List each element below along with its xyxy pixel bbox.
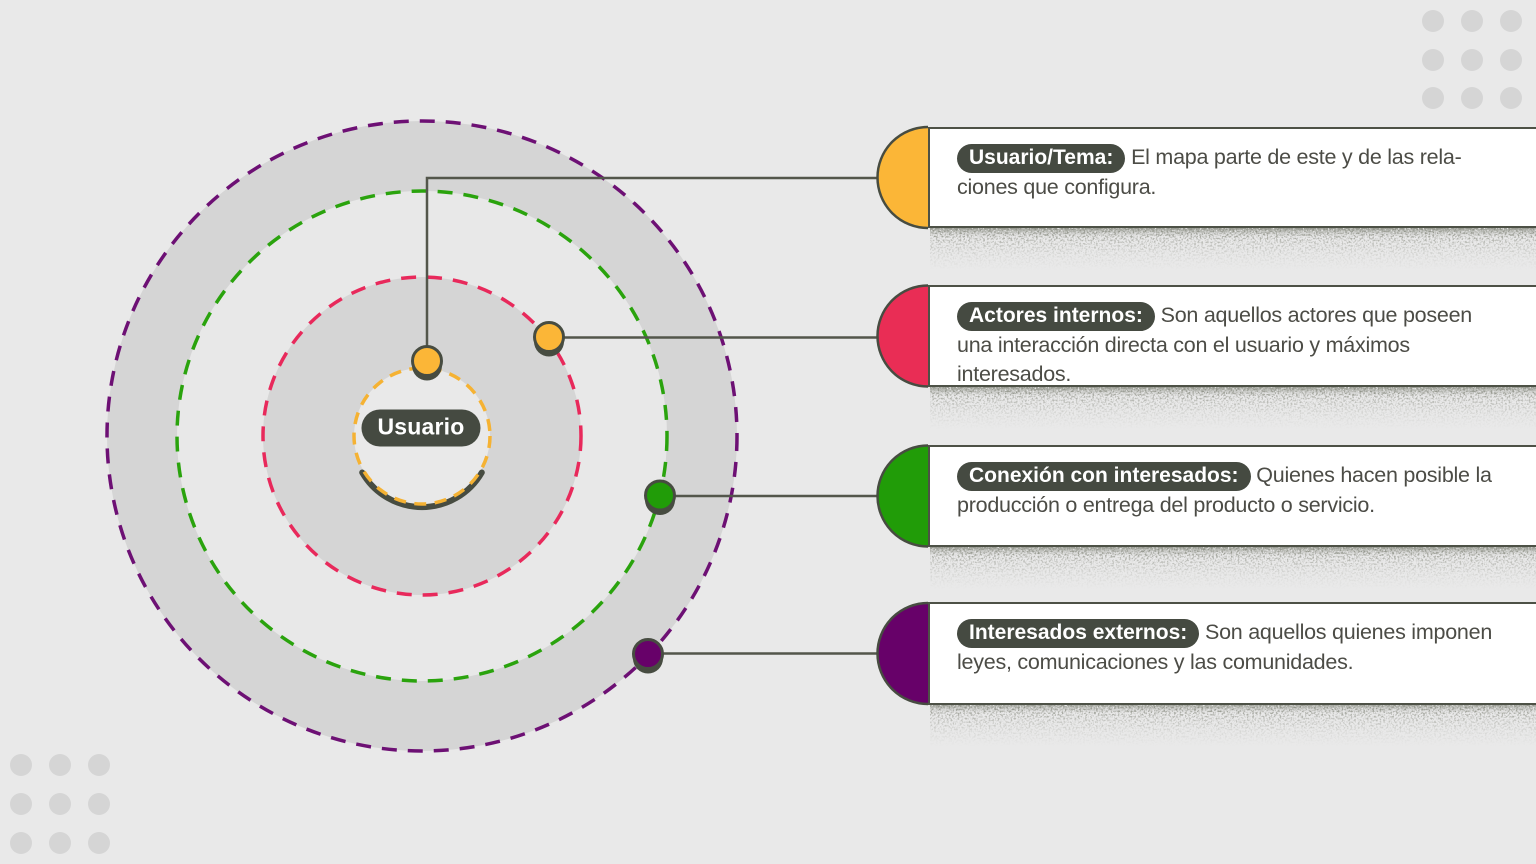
callout-usuario-tema-body: El mapa parte de este y de las rela­cion… (957, 145, 1462, 199)
callout-usuario-tema: Usuario/Tema: El mapa parte de este y de… (928, 127, 1536, 228)
noise-shadow-interesados-externos (930, 703, 1536, 746)
dot-interesados-externos (632, 638, 664, 674)
callout-interesados-externos-text: Interesados externos: Son aquellos quien… (930, 604, 1536, 677)
callout-actores-internos-text: Actores internos: Son aquellos actores q… (930, 287, 1536, 390)
noise-shadow-conexion-interesados (930, 546, 1536, 589)
dot-grid-top-right (1422, 10, 1522, 109)
callout-usuario-tema-title: Usuario/Tema: (957, 144, 1126, 173)
callout-actores-internos-body: Son aquellos actores que poseen una inte… (957, 303, 1473, 386)
callout-conexion-interesados-body: Quienes hacen posi­ble la producción o e… (957, 463, 1492, 517)
callout-interesados-externos: Interesados externos: Son aquellos quien… (928, 602, 1536, 705)
dot-usuario-tema (411, 345, 443, 381)
callout-actores-internos: Actores internos: Son aquellos actores q… (928, 285, 1536, 387)
center-circle-shadow (359, 469, 485, 510)
connector-usuario-tema (425, 176, 880, 361)
center-usuario-label: Usuario (361, 409, 481, 447)
callout-interesados-externos-body: Son aquellos quienes imponen leyes, comu… (957, 620, 1493, 674)
dot-conexion-interesados (644, 479, 676, 515)
callout-interesados-externos-title: Interesados externos: (957, 619, 1200, 648)
callout-conexion-interesados-text: Conexión con interesados: Quienes hacen … (930, 447, 1536, 520)
semicircle-actores-internos (876, 284, 929, 388)
callout-usuario-tema-text: Usuario/Tema: El mapa parte de este y de… (930, 129, 1536, 202)
dot-actores-internos (533, 321, 565, 357)
dot-grid-bottom-left (10, 754, 110, 854)
semicircle-usuario-tema (876, 125, 929, 230)
semicircle-conexion-interesados (876, 444, 929, 548)
noise-shadow-actores-internos (930, 386, 1536, 429)
callout-conexion-interesados-title: Conexión con interesados: (957, 462, 1251, 491)
callout-actores-internos-title: Actores internos: (957, 302, 1155, 331)
noise-shadow-usuario-tema (930, 227, 1536, 270)
callout-conexion-interesados: Conexión con interesados: Quienes hacen … (928, 445, 1536, 547)
ring-usuario-tema (352, 366, 492, 506)
semicircle-interesados-externos (876, 601, 929, 706)
